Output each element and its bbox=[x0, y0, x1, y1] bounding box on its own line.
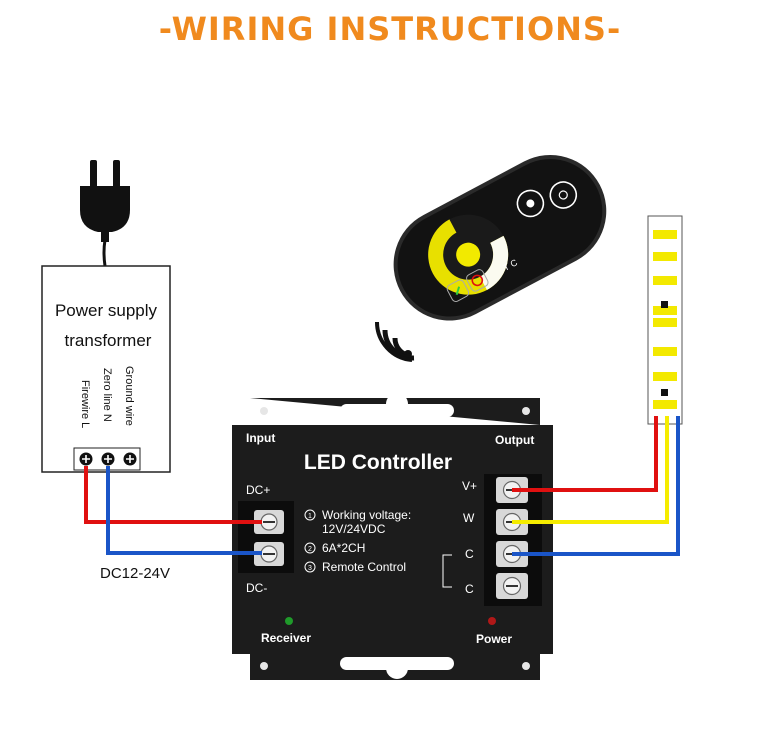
input-label: Input bbox=[246, 431, 275, 445]
remote-symbol-t: T bbox=[501, 261, 511, 273]
output-w-label: W bbox=[463, 511, 475, 525]
receiver-label: Receiver bbox=[261, 631, 311, 645]
wire-input-positive bbox=[84, 466, 262, 524]
spec-3-number: 3 bbox=[308, 565, 312, 572]
spec-2-number: 2 bbox=[308, 546, 312, 553]
power-label: Power bbox=[476, 632, 512, 646]
remote-symbol-c: C bbox=[509, 257, 520, 269]
wire-input-negative bbox=[106, 466, 262, 555]
terminal-screw-icon bbox=[79, 452, 93, 466]
wire-output-c bbox=[512, 416, 680, 556]
power-supply-label-line1: Power supply bbox=[55, 301, 158, 320]
led-strip bbox=[647, 215, 683, 425]
controller-title: LED Controller bbox=[304, 451, 452, 474]
terminal-screw-icon bbox=[123, 452, 137, 466]
wires bbox=[84, 416, 680, 556]
terminal-label-zero-line: Zero line N bbox=[101, 368, 113, 422]
wire-output-w bbox=[512, 416, 669, 524]
spec-1-number: 1 bbox=[308, 513, 312, 520]
page-title: -WIRING INSTRUCTIONS- bbox=[158, 10, 622, 48]
terminal-screw-icon bbox=[496, 573, 528, 599]
voltage-label: DC12-24V bbox=[100, 565, 170, 582]
led-controller: Input Output LED Controller DC+ DC- 1 Wo… bbox=[232, 393, 553, 680]
spec-3-line1: Remote Control bbox=[322, 560, 406, 574]
power-supply-transformer: Power supply transformer Firewire L Zero… bbox=[41, 265, 171, 473]
output-label: Output bbox=[495, 433, 534, 447]
dc-plus-label: DC+ bbox=[246, 483, 270, 497]
spec-2-line1: 6A*2CH bbox=[322, 541, 365, 555]
terminal-label-firewire: Firewire L bbox=[79, 380, 91, 428]
output-c2-label: C bbox=[465, 582, 474, 596]
bright-icon bbox=[516, 189, 545, 218]
power-plug-icon bbox=[80, 160, 130, 267]
spec-1-line1: Working voltage: bbox=[322, 508, 411, 522]
power-supply-label-line2: transformer bbox=[65, 331, 152, 350]
output-c1-label: C bbox=[465, 547, 474, 561]
output-vplus-label: V+ bbox=[462, 479, 477, 493]
spec-1-line2: 12V/24VDC bbox=[322, 522, 386, 536]
terminal-screw-icon bbox=[254, 510, 284, 534]
power-indicator-light bbox=[488, 617, 496, 625]
terminal-label-ground: Ground wire bbox=[123, 366, 135, 426]
touch-remote-control: T C bbox=[393, 155, 607, 321]
dc-minus-label: DC- bbox=[246, 581, 267, 595]
power-off-icon bbox=[466, 269, 489, 292]
receiver-indicator-light bbox=[285, 617, 293, 625]
terminal-screw-icon bbox=[101, 452, 115, 466]
wireless-signal-icon bbox=[374, 321, 415, 362]
dim-icon bbox=[549, 181, 578, 209]
wire-output-vplus bbox=[512, 416, 658, 492]
terminal-screw-icon bbox=[254, 542, 284, 566]
